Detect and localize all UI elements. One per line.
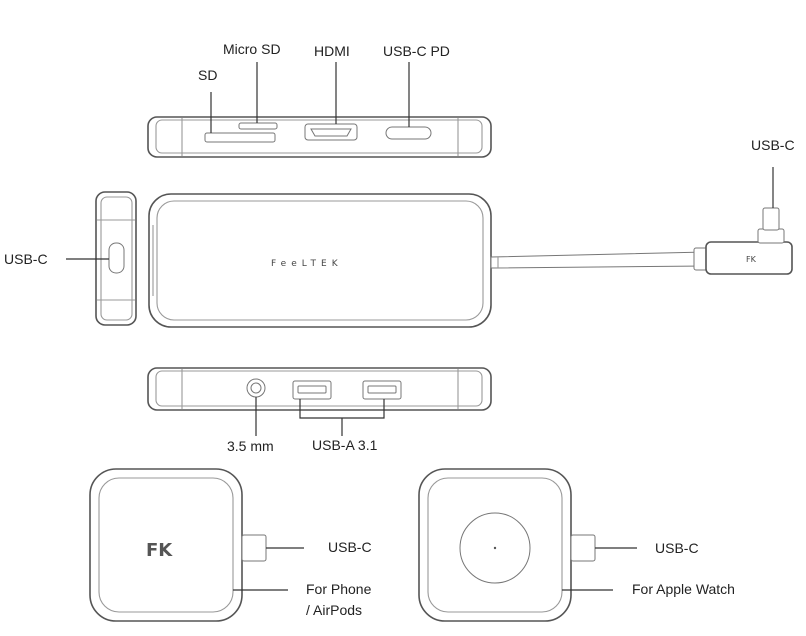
- plug-mark: FK: [746, 255, 757, 264]
- hub-top-side-view: [147, 62, 492, 158]
- hub-front-body: FeeLTEK: [148, 193, 492, 328]
- hub-wordmark: FeeLTEK: [271, 259, 343, 269]
- usbc-cable-label: USB-C: [751, 137, 795, 153]
- usba-label: USB-A 3.1: [312, 437, 378, 453]
- micro-sd-slot: [238, 122, 278, 130]
- for-phone-label-line1: For Phone: [306, 581, 372, 597]
- hub-bottom-side-view: [147, 367, 492, 436]
- hub-end-view: [66, 191, 137, 326]
- usba-port-1: [292, 380, 332, 400]
- sd-label: SD: [198, 67, 217, 83]
- audio-jack: [246, 378, 266, 398]
- usba-port-2: [362, 380, 402, 400]
- charger-pad-logo: FK: [146, 540, 173, 561]
- phone-airpods-charger: FK: [89, 468, 304, 622]
- usbc-phone-charger-label: USB-C: [328, 539, 372, 555]
- usbc-pd-label: USB-C PD: [383, 43, 450, 59]
- usbc-side-label: USB-C: [4, 251, 48, 267]
- apple-watch-charger: [418, 468, 637, 622]
- audio-label: 3.5 mm: [227, 438, 274, 454]
- micro-sd-label: Micro SD: [223, 41, 281, 57]
- usbc-pd-port: [385, 126, 432, 140]
- usbc-side-port: [108, 242, 125, 274]
- for-phone-label-line2: / AirPods: [306, 602, 362, 618]
- hdmi-port: [304, 123, 358, 141]
- sd-slot: [204, 132, 276, 143]
- for-watch-label: For Apple Watch: [632, 581, 735, 597]
- usbc-watch-charger-label: USB-C: [655, 540, 699, 556]
- cable-with-plug: FK: [490, 167, 793, 275]
- hdmi-label: HDMI: [314, 43, 350, 59]
